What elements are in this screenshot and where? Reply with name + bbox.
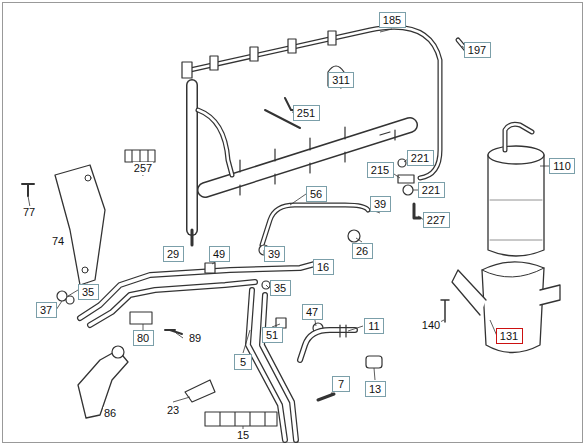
callout-number: 89 [188,332,202,345]
callout-number: 29 [167,248,179,260]
callout-number: 15 [236,429,250,442]
callout-box: 221 [418,182,445,198]
callout-box: 221 [407,150,434,166]
callout-number: 56 [310,188,322,200]
callout-number: 11 [368,320,379,332]
callout-number: 39 [268,248,280,260]
callout-box: 251 [293,105,320,121]
callout-box: 80 [133,330,154,346]
callout-number: 227 [427,214,445,226]
callout-box: 49 [209,246,230,262]
callout-number: 35 [274,282,286,294]
callout-number: 47 [306,306,318,318]
callout-box: 215 [367,162,394,178]
callout-box: 227 [423,212,450,228]
callout-number: 77 [22,206,36,219]
callout-number: 215 [371,164,389,176]
callout-box: 13 [365,381,386,397]
callout-number: 74 [51,235,65,248]
callout-number: 26 [356,245,368,257]
callout-number: 185 [383,14,401,26]
callout-number: 13 [369,383,381,395]
callout-number: 140 [421,319,441,332]
callout-number: 49 [213,248,225,260]
callout-number: 37 [40,304,52,316]
callout-box: 16 [313,259,334,275]
callout-number: 35 [82,286,94,298]
callout-number: 23 [166,404,180,417]
callout-number: 86 [103,407,117,420]
callout-box: 110 [549,158,575,174]
callout-box: 39 [370,196,391,212]
callout-number: 39 [374,198,386,210]
callout-number: 257 [133,162,153,175]
callout-number: 197 [468,44,486,56]
callout-box: 11 [364,318,384,334]
callout-number: 80 [137,332,149,344]
callout-number: 221 [422,184,440,196]
callout-box: 7 [332,376,350,392]
callout-box: 39 [264,246,285,262]
callout-box: 26 [352,243,373,259]
callout-box: 5 [234,354,252,370]
callout-box: 197 [464,42,491,58]
callout-box: 35 [78,284,99,300]
callout-number: 221 [411,152,429,164]
callout-number: 311 [332,74,350,86]
callout-number: 51 [266,329,278,341]
callout-box: 51 [262,327,283,343]
callout-box: 56 [306,186,327,202]
callout-box: 35 [270,280,291,296]
callout-number: 16 [317,261,329,273]
callout-box: 311 [328,72,354,88]
callout-box: 131 [496,328,523,344]
callout-box: 185 [379,12,406,28]
callout-box: 29 [163,246,184,262]
callout-number: 7 [338,378,344,390]
callout-number: 251 [297,107,315,119]
callout-number: 5 [240,356,246,368]
callout-number: 110 [553,160,571,172]
callout-number: 131 [500,330,518,342]
callout-box: 37 [36,302,57,318]
callout-box: 47 [302,304,323,320]
